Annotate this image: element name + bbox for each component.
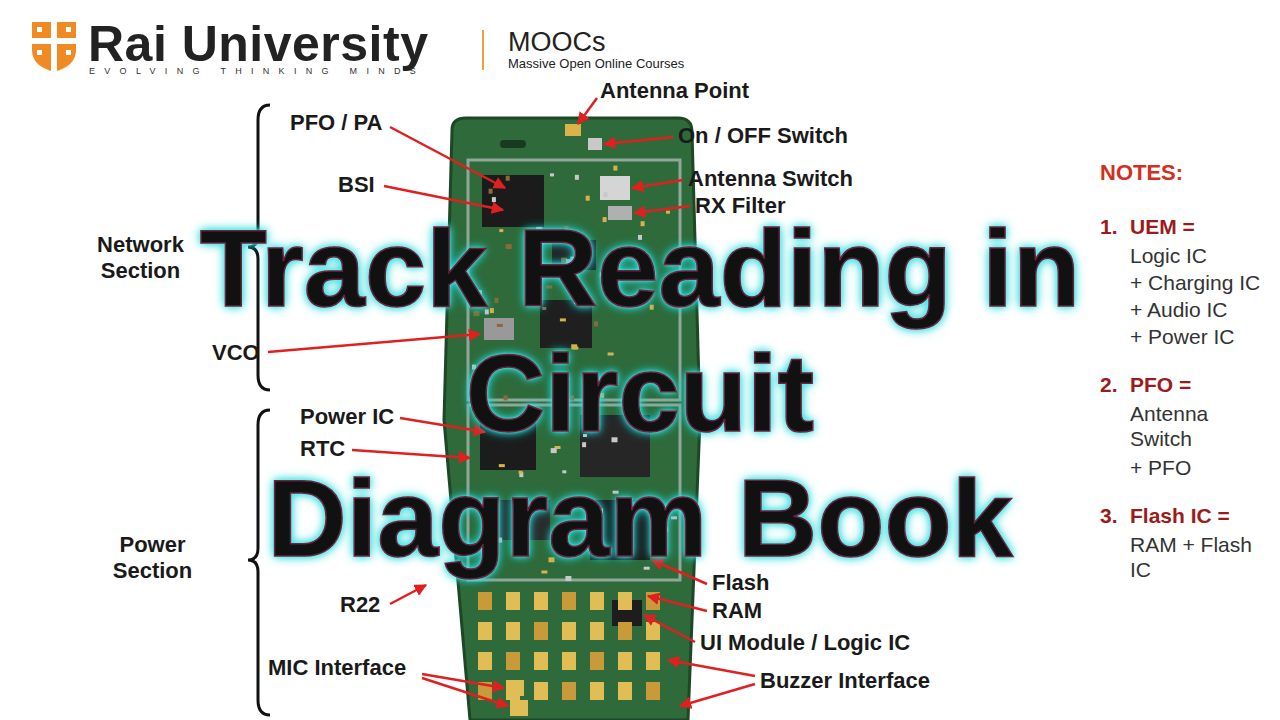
- mic-pad: [506, 680, 524, 696]
- smd-part: [550, 173, 554, 176]
- note-term: PFO =: [1130, 372, 1191, 397]
- gold-pad: [478, 652, 492, 670]
- gold-pad: [506, 622, 520, 640]
- note-term: Flash IC =: [1130, 503, 1230, 528]
- leader-line: [680, 684, 755, 706]
- part-label: Power IC: [300, 404, 394, 430]
- antenna-switch: [600, 176, 630, 200]
- part-label: VCO: [212, 340, 260, 366]
- overlay-title: Track Reading in Circuit Diagram Book: [140, 205, 1140, 580]
- title-spacer: [990, 330, 1140, 455]
- leader-line: [632, 180, 683, 188]
- gold-pad: [534, 682, 548, 700]
- smd-part: [604, 192, 608, 197]
- logo-text: Rai University: [88, 14, 428, 74]
- part-label: Buzzer Interface: [760, 668, 930, 694]
- note-number: 3.: [1100, 503, 1118, 528]
- logo-shield: [32, 22, 76, 72]
- part-label: RAM: [712, 598, 762, 624]
- leader-line: [604, 137, 673, 144]
- note-number: 2.: [1100, 372, 1118, 397]
- part-label: BSI: [338, 172, 375, 198]
- gold-pad: [534, 592, 548, 610]
- gold-pad: [646, 622, 660, 640]
- smd-part: [506, 176, 510, 181]
- logo-dot: [37, 27, 42, 32]
- logo-dot: [37, 50, 42, 55]
- gold-pad: [562, 682, 576, 700]
- logo-dot: [66, 50, 71, 55]
- antenna-point: [565, 124, 581, 136]
- note-text: Logic IC: [1130, 243, 1207, 268]
- smd-part: [492, 197, 496, 202]
- section-label: Network Section: [93, 232, 188, 285]
- platform-subtitle: Massive Open Online Courses: [508, 56, 684, 72]
- section-brackets: [248, 105, 270, 715]
- smd-part: [489, 189, 493, 194]
- logo-cross: [32, 38, 76, 44]
- part-label: On / OFF Switch: [678, 123, 848, 149]
- title-spacer: [140, 330, 290, 455]
- gold-pad: [618, 592, 632, 610]
- gold-pad: [562, 592, 576, 610]
- gold-pad: [590, 682, 604, 700]
- note-text: + Charging IC: [1130, 270, 1260, 295]
- smd-part: [575, 175, 579, 180]
- part-label: MIC Interface: [268, 655, 406, 681]
- note-text: + Audio IC: [1130, 297, 1227, 322]
- part-label: Antenna Switch: [688, 166, 853, 192]
- note-text: RAM + Flash IC: [1130, 532, 1270, 582]
- gold-pad: [478, 592, 492, 610]
- gold-pad: [590, 652, 604, 670]
- gold-pad: [534, 622, 548, 640]
- slot: [500, 140, 526, 148]
- gold-pad: [562, 622, 576, 640]
- gold-pad: [618, 652, 632, 670]
- part-label: Antenna Point: [600, 78, 749, 104]
- leader-line: [268, 334, 480, 352]
- logo-dot: [66, 27, 71, 32]
- note-number: 1.: [1100, 214, 1118, 239]
- note-text: + PFO: [1130, 455, 1191, 480]
- gold-pad: [590, 622, 604, 640]
- gold-pad: [646, 682, 660, 700]
- leader-line: [390, 127, 505, 188]
- gold-pad: [506, 652, 520, 670]
- part-label: UI Module / Logic IC: [700, 630, 910, 656]
- leader-line: [422, 678, 508, 706]
- part-label: PFO / PA: [290, 110, 383, 136]
- bracket: [248, 410, 270, 715]
- platform-name: MOOCs: [508, 26, 606, 58]
- note-text: + Power IC: [1130, 324, 1234, 349]
- gold-pad: [562, 652, 576, 670]
- mic-pad: [510, 700, 528, 716]
- logo-divider: [482, 30, 484, 70]
- leader-line: [578, 98, 597, 124]
- gold-pads: [478, 592, 660, 700]
- section-label: Power Section: [105, 532, 200, 585]
- gold-pad: [590, 592, 604, 610]
- gold-pad: [646, 652, 660, 670]
- gold-pad: [618, 622, 632, 640]
- notes-heading: NOTES:: [1100, 160, 1183, 186]
- smd-part: [613, 166, 617, 171]
- part-label: R22: [340, 592, 380, 618]
- note-term: UEM =: [1130, 214, 1195, 239]
- leader-line: [390, 585, 426, 604]
- leader-line: [644, 615, 695, 642]
- logo-tagline: EVOLVING THINKING MINDS: [89, 66, 425, 77]
- smd-part: [586, 196, 590, 201]
- gold-pad: [646, 592, 660, 610]
- note-text: Antenna Switch: [1130, 401, 1240, 451]
- leader-line: [648, 596, 707, 611]
- gold-pad: [478, 622, 492, 640]
- logo-cross: [51, 22, 57, 72]
- gold-pad: [506, 592, 520, 610]
- gold-pad: [534, 652, 548, 670]
- leader-line: [668, 660, 755, 676]
- switch: [588, 138, 602, 150]
- gold-pad: [618, 682, 632, 700]
